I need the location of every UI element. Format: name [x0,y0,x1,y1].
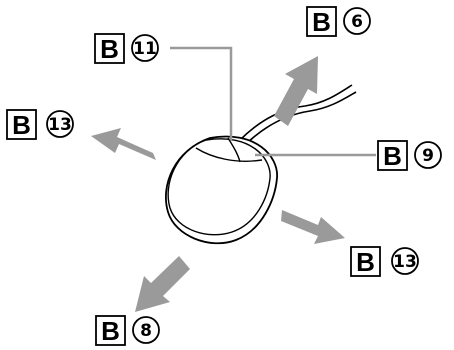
mouse-cable-inner [245,91,357,145]
callout-number: 13 [393,252,417,272]
callout-number: 6 [351,12,363,32]
callout-number: 9 [422,146,434,166]
callout-letter: B [100,34,119,64]
mouse [165,135,278,245]
callout-number-circle [132,316,160,344]
callout-number-circle [131,34,159,62]
callout-number: 8 [140,321,152,341]
mouse-button-divider [227,137,241,163]
callout-number-circle [46,110,74,138]
mouse-cable [239,84,353,141]
callout-box [94,33,125,64]
callout-b-9: B 9 [377,140,442,171]
arrow-up-right [274,56,318,126]
callout-number-circle [391,247,419,275]
callout-number-circle [343,7,371,35]
callout-number-circle [414,141,442,169]
mouse-button-edge [195,147,263,162]
leader-line-11 [170,46,233,140]
callout-letter: B [356,247,375,277]
callout-b-8: B 8 [95,315,160,346]
callout-b-11: B 11 [94,33,159,64]
arrow-right [281,210,345,244]
callout-letter: B [312,7,331,37]
callout-box [377,140,408,171]
arrow-down-left [135,256,190,312]
callout-letter: B [12,110,31,140]
callout-letter: B [383,141,402,171]
callout-box [306,6,337,37]
callout-b-6: B 6 [306,6,371,37]
callout-letter: B [101,316,120,346]
callout-box [95,315,126,346]
callout-b-13-right: B 13 [350,246,419,277]
callout-box [6,109,37,140]
callout-box [350,246,381,277]
callout-b-13-left: B 13 [6,109,74,140]
callout-number: 13 [48,115,72,135]
mouse-body-top [167,138,271,236]
callout-number: 11 [133,39,157,59]
arrow-left [91,128,156,160]
